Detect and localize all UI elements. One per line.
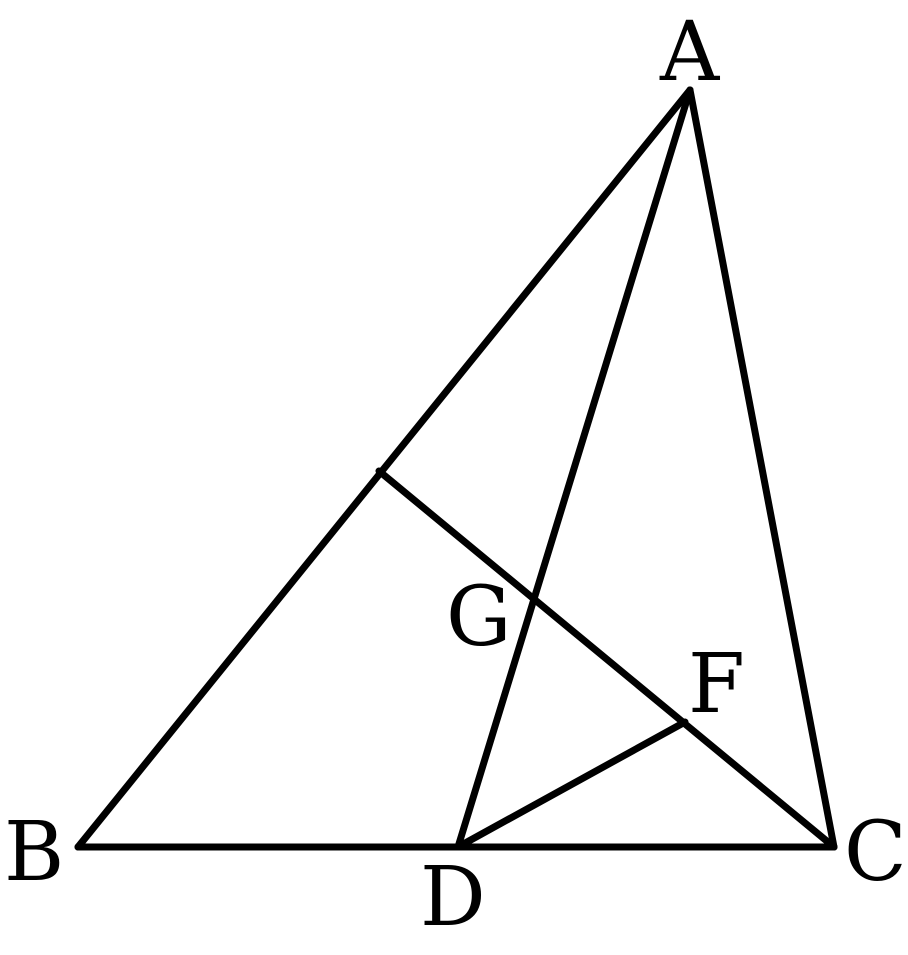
point-label-c: C <box>844 805 907 900</box>
labels-layer: A B C D F G <box>4 5 907 945</box>
point-label-f: F <box>688 637 745 732</box>
segment-df <box>454 718 689 851</box>
segment-ab <box>74 86 694 851</box>
segment-ad <box>454 86 694 851</box>
point-label-d: D <box>420 850 486 945</box>
segment-ac <box>686 86 838 851</box>
point-label-b: B <box>4 805 64 900</box>
segments-layer <box>74 86 838 851</box>
point-label-a: A <box>659 5 721 100</box>
point-label-g: G <box>446 570 512 665</box>
segment-ec <box>375 467 838 851</box>
